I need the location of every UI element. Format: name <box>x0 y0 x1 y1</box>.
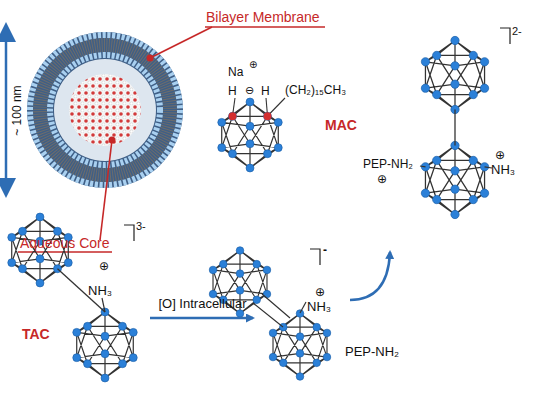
size-arrow <box>5 32 8 188</box>
leader-lines <box>18 27 325 252</box>
bond <box>420 165 426 167</box>
chem-label: NH₃ <box>307 300 331 314</box>
charge-bracket <box>124 225 134 241</box>
carbon-vertex <box>264 112 272 120</box>
chem-label: ⊕ <box>377 173 387 186</box>
boron-cluster <box>218 98 282 172</box>
annotation: Na <box>228 66 243 79</box>
chem-label: ⊕ <box>315 286 325 299</box>
chem-label: PEP-NH₂ <box>363 158 413 171</box>
chem-label: 2- <box>512 25 522 37</box>
annotation: Aqueous Core <box>20 236 110 251</box>
annotation: ⊕ <box>249 59 257 70</box>
carbon-vertex <box>229 112 237 120</box>
boron-cluster <box>73 308 137 382</box>
chem-label: ⊕ <box>99 260 109 273</box>
bond <box>253 294 290 327</box>
boron-cluster <box>269 310 331 381</box>
charge-bracket <box>310 249 320 265</box>
annotation: ~ 100 nm <box>11 85 24 135</box>
annotation: ⊖ <box>245 84 254 96</box>
bonds <box>233 98 286 116</box>
chem-label: TAC <box>22 327 50 342</box>
leader-dot <box>147 55 154 62</box>
molecule-group: 2-PEP-NH₂⊕⊕NH₃ <box>355 25 545 250</box>
leader-dot <box>109 137 116 144</box>
annotation: MAC <box>325 118 357 133</box>
liposome <box>27 32 183 188</box>
chem-label: NH₃ <box>88 284 112 298</box>
arrow-label: PEP-NH₂ <box>345 345 399 359</box>
bond <box>300 302 306 313</box>
annotation: H <box>228 85 237 98</box>
chem-label: 3- <box>136 220 146 232</box>
annotation: Bilayer Membrane <box>206 10 320 25</box>
bond <box>485 167 493 168</box>
bond <box>102 298 105 312</box>
annotation: (CH₂)₁₅CH₃ <box>285 84 346 97</box>
chem-label: - <box>323 244 327 257</box>
charge-bracket <box>500 28 510 44</box>
boron-cluster <box>421 36 488 113</box>
reaction-arrow <box>150 317 253 320</box>
chem-label: NH₃ <box>491 163 515 177</box>
arrow-label: [O] Intracellular <box>158 290 248 318</box>
chem-label: ⊕ <box>495 149 505 162</box>
boron-cluster <box>421 141 488 218</box>
reaction-arrow <box>350 252 390 300</box>
annotation: H <box>261 85 270 98</box>
bond <box>454 110 455 146</box>
molecule-group: - ⊕NH₃ <box>255 240 350 385</box>
